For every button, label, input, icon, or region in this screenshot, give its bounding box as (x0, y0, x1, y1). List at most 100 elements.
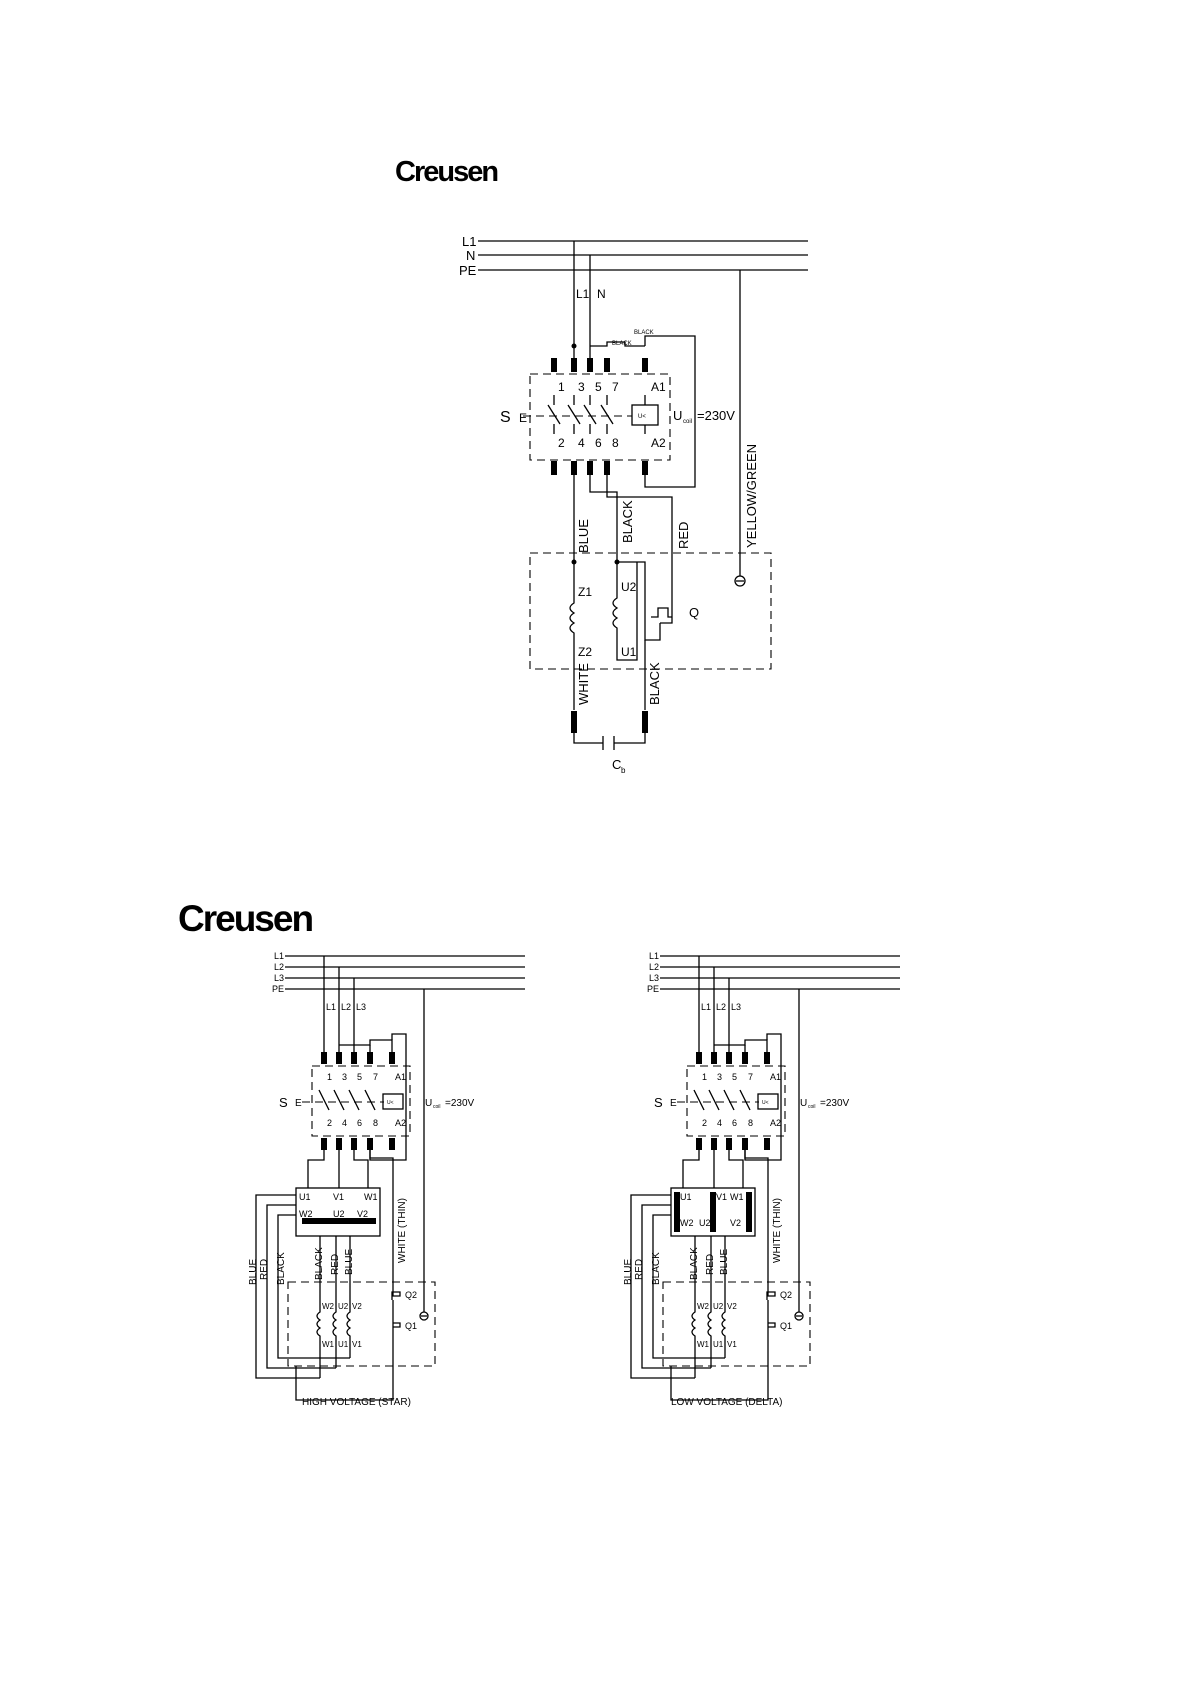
motor-terminal: W2 (322, 1302, 335, 1311)
capacitor-sub: b (621, 766, 626, 775)
board-terminal: V1 (716, 1192, 727, 1202)
bottom-terminal-number: 2 (558, 436, 565, 450)
thermal-protector-symbol (670, 1300, 776, 1401)
bottom-terminal-lugs (321, 1138, 395, 1150)
earth-symbol (419, 1311, 429, 1321)
terminal-board (670, 1187, 756, 1237)
capacitor-label: C (612, 757, 621, 772)
board-terminal: W2 (299, 1209, 313, 1219)
board-terminal: U2 (333, 1209, 345, 1219)
switch-label: S (500, 409, 511, 426)
switch-actuator: E (670, 1098, 677, 1109)
top-terminal-lugs (551, 358, 648, 372)
protector-label: Q (689, 605, 699, 620)
top-terminal-number: A1 (770, 1072, 781, 1082)
bottom-terminal-number: 6 (732, 1118, 737, 1128)
top-terminal-number: 3 (717, 1072, 722, 1082)
tap-label: L1 (576, 287, 590, 301)
rail-label: L1 (649, 951, 659, 961)
motor-enclosure (662, 1281, 811, 1367)
top-terminal-lugs (321, 1052, 395, 1064)
supply-rails: L1 L2 L3 PE (272, 951, 525, 994)
bottom-terminal-number: 2 (702, 1118, 707, 1128)
coil-glyph: U< (762, 1100, 769, 1106)
wire-label-yellow-green: YELLOW/GREEN (744, 444, 759, 548)
single-phase-diagram: L1 N PE L1 N BLACK BLACK 1 3 5 7 A1 2 4 (459, 234, 808, 775)
bottom-terminal-number: 8 (612, 436, 619, 450)
three-phase-delta-diagram: L1 L2 L3 PE L1 L2 L3 1 3 5 7 A1 2 4 6 8 … (623, 951, 900, 1408)
switch-enclosure (529, 373, 671, 461)
tap-label: L2 (716, 1002, 726, 1012)
board-terminal: V2 (357, 1209, 368, 1219)
bottom-terminal-number: A2 (770, 1118, 781, 1128)
motor-terminal: V2 (352, 1302, 362, 1311)
coil-glyph: U< (387, 1100, 394, 1106)
top-terminal-number: 5 (595, 380, 602, 394)
mid-wire-label: RED (705, 1254, 716, 1275)
coil-voltage: =230V (697, 408, 735, 423)
top-terminal-number: 7 (612, 380, 619, 394)
switch-contacts (302, 1089, 384, 1111)
motor-terminal: V1 (727, 1340, 737, 1349)
thermal-protector-symbol (391, 1230, 401, 1300)
supply-rails: L1 L2 L3 PE (647, 951, 900, 994)
winding-label: Z1 (578, 585, 592, 599)
thin-wire-label: WHITE (THIN) (772, 1198, 783, 1263)
rail-label: L2 (274, 962, 284, 972)
coil-voltage: =230V (445, 1098, 475, 1109)
wire-label-blue: BLUE (576, 519, 591, 553)
wire-label-black: BLACK (620, 500, 635, 543)
tap-label: L2 (341, 1002, 351, 1012)
rail-label: L3 (274, 973, 284, 983)
coil-voltage-symbol: U (800, 1098, 807, 1109)
bottom-terminal-number: 4 (342, 1118, 347, 1128)
board-terminal: W2 (680, 1218, 694, 1228)
top-terminal-number: 1 (558, 380, 565, 394)
mid-wire-label: BLUE (719, 1249, 730, 1275)
mid-wire-label: BLACK (689, 1247, 700, 1280)
diagram-caption: HIGH VOLTAGE (STAR) (302, 1397, 411, 1408)
top-terminal-number: 5 (732, 1072, 737, 1082)
wire-label-black-bottom: BLACK (647, 662, 662, 705)
wire-label-red: RED (676, 522, 691, 549)
supply-rails: L1 N PE (459, 234, 808, 278)
board-terminal: W1 (730, 1192, 744, 1202)
board-terminal: U2 (699, 1218, 711, 1228)
winding-label: Z2 (578, 645, 592, 659)
coil-voltage-sub: coil (808, 1104, 816, 1110)
bottom-terminal-number: 8 (748, 1118, 753, 1128)
motor-terminal: V1 (352, 1340, 362, 1349)
earth-symbol (794, 1311, 804, 1321)
thin-wire-label: WHITE (THIN) (397, 1198, 408, 1263)
tap-label: L1 (326, 1002, 336, 1012)
board-terminal: U1 (299, 1192, 311, 1202)
coil-voltage: =230V (820, 1098, 850, 1109)
bottom-terminal-number: 4 (717, 1118, 722, 1128)
bottom-terminal-number: 2 (327, 1118, 332, 1128)
thermal-protector-symbol (766, 1230, 776, 1300)
tap-label: L3 (731, 1002, 741, 1012)
top-terminal-number: 7 (748, 1072, 753, 1082)
switch-contacts (523, 395, 632, 434)
top-terminal-number: 5 (357, 1072, 362, 1082)
top-terminal-number: 1 (702, 1072, 707, 1082)
bottom-terminal-number: A2 (651, 436, 666, 450)
rail-label: L3 (649, 973, 659, 983)
protector-label: Q1 (780, 1321, 792, 1331)
protector-label: Q2 (405, 1290, 417, 1300)
switch-label: S (654, 1095, 663, 1110)
tap-label: N (597, 287, 606, 301)
coil-voltage-symbol: U (673, 408, 682, 423)
rail-label: PE (647, 984, 659, 994)
switch-actuator: E (519, 411, 527, 425)
switch-enclosure (686, 1065, 786, 1137)
coil-symbol (382, 1093, 404, 1110)
jumper-label: BLACK (612, 341, 632, 347)
bottom-terminal-number: A2 (395, 1118, 406, 1128)
bottom-terminal-number: 6 (357, 1118, 362, 1128)
bottom-terminal-lugs (696, 1138, 770, 1150)
rail-label: L1 (274, 951, 284, 961)
three-phase-star-diagram: L1 L2 L3 PE L1 L2 L3 1 3 5 7 A1 2 4 6 8 … (248, 951, 525, 1408)
rail-label: N (466, 248, 475, 263)
bottom-terminal-number: 8 (373, 1118, 378, 1128)
